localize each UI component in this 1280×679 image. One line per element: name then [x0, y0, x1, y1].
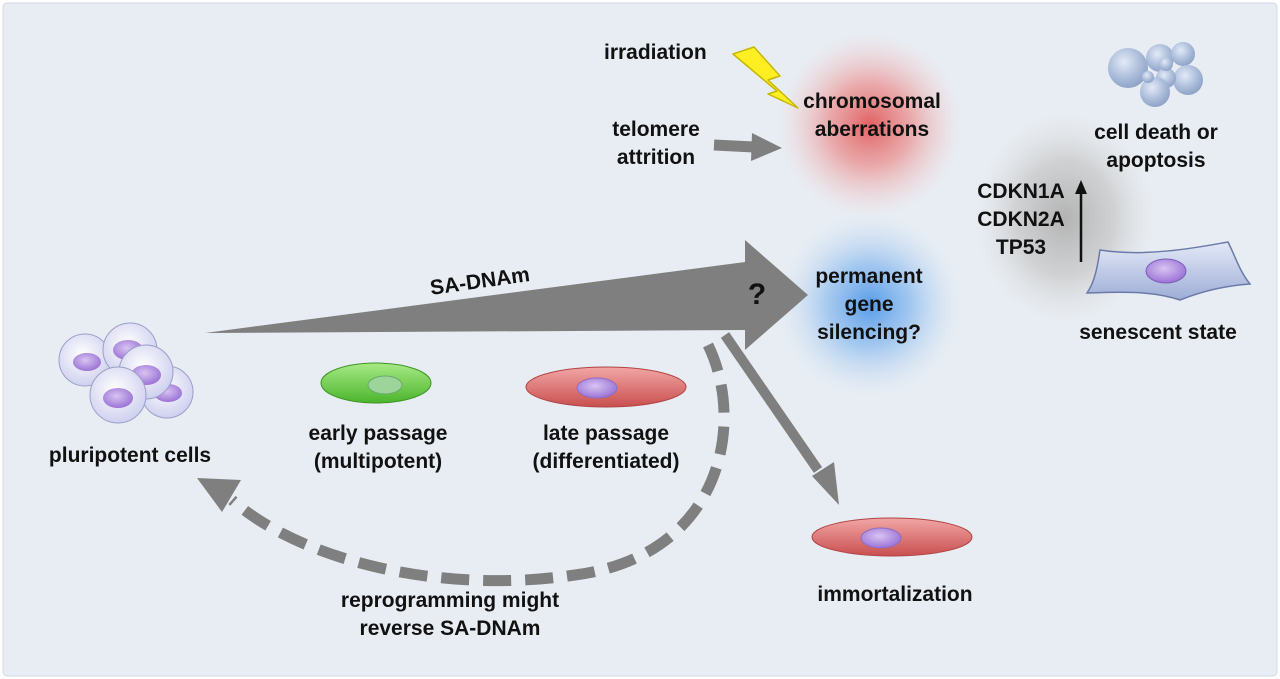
- silencing-glow: [778, 213, 962, 397]
- cell-death-line-2: apoptosis: [1106, 149, 1206, 172]
- gene-silencing-label: permanent gene silencing?: [815, 263, 922, 347]
- telomere-line-2: attrition: [616, 146, 696, 169]
- cell-death-label: cell death or apoptosis: [1094, 119, 1218, 175]
- senescent-state-label: senescent state: [1079, 321, 1237, 344]
- telomere-attrition-label: telomere attrition: [612, 116, 700, 172]
- irradiation-label: irradiation: [604, 41, 707, 64]
- chromosomal-line-2: aberrations: [814, 118, 930, 141]
- silencing-line-2: gene: [844, 293, 894, 316]
- apoptotic-cells-icon: [1108, 42, 1203, 107]
- late-line-2: (differentiated): [532, 450, 680, 473]
- reprogramming-label: reprogramming might reverse SA-DNAm: [341, 587, 559, 643]
- immortalized-cell: [811, 517, 973, 557]
- pluripotent-cells-icon: [58, 322, 194, 424]
- early-line-1: early passage: [308, 422, 448, 445]
- chromosomal-line-1: chromosomal: [803, 90, 941, 113]
- telomere-arrow: [713, 133, 782, 161]
- pluripotent-cells-label: pluripotent cells: [48, 444, 212, 467]
- reprogramming-line-1: reprogramming might: [340, 589, 560, 612]
- gene-cdkn2a: CDKN2A: [977, 208, 1065, 231]
- immortalization-arrow: [720, 332, 839, 505]
- chromosomal-aberrations-label: chromosomal aberrations: [803, 88, 941, 144]
- late-line-1: late passage: [542, 422, 670, 445]
- senescent-cell-icon: [1085, 241, 1252, 301]
- upregulation-arrow: [1075, 180, 1087, 262]
- late-passage-label: late passage (differentiated): [533, 420, 680, 476]
- early-line-2: (multipotent): [313, 450, 443, 473]
- silencing-line-1: permanent: [815, 265, 923, 288]
- gene-tp53: TP53: [995, 236, 1047, 259]
- immortalization-label: immortalization: [817, 583, 973, 606]
- sa-dnam-arrow: [205, 240, 808, 350]
- early-passage-label: early passage (multipotent): [309, 420, 448, 476]
- reprogramming-arrow: [197, 342, 730, 587]
- question-mark: ?: [747, 278, 767, 311]
- chromosomal-glow: [778, 33, 962, 217]
- late-passage-cell: [525, 366, 687, 408]
- gene-cdkn1a: CDKN1A: [977, 180, 1065, 203]
- reprogramming-line-2: reverse SA-DNAm: [359, 617, 541, 640]
- telomere-line-1: telomere: [612, 118, 700, 141]
- lightning-bolt-icon: [732, 46, 799, 109]
- early-passage-cell: [320, 362, 432, 404]
- gene-list-label: CDKN1A CDKN2A TP53: [977, 178, 1065, 262]
- silencing-line-3: silencing?: [817, 321, 921, 344]
- cell-death-line-1: cell death or: [1094, 121, 1218, 144]
